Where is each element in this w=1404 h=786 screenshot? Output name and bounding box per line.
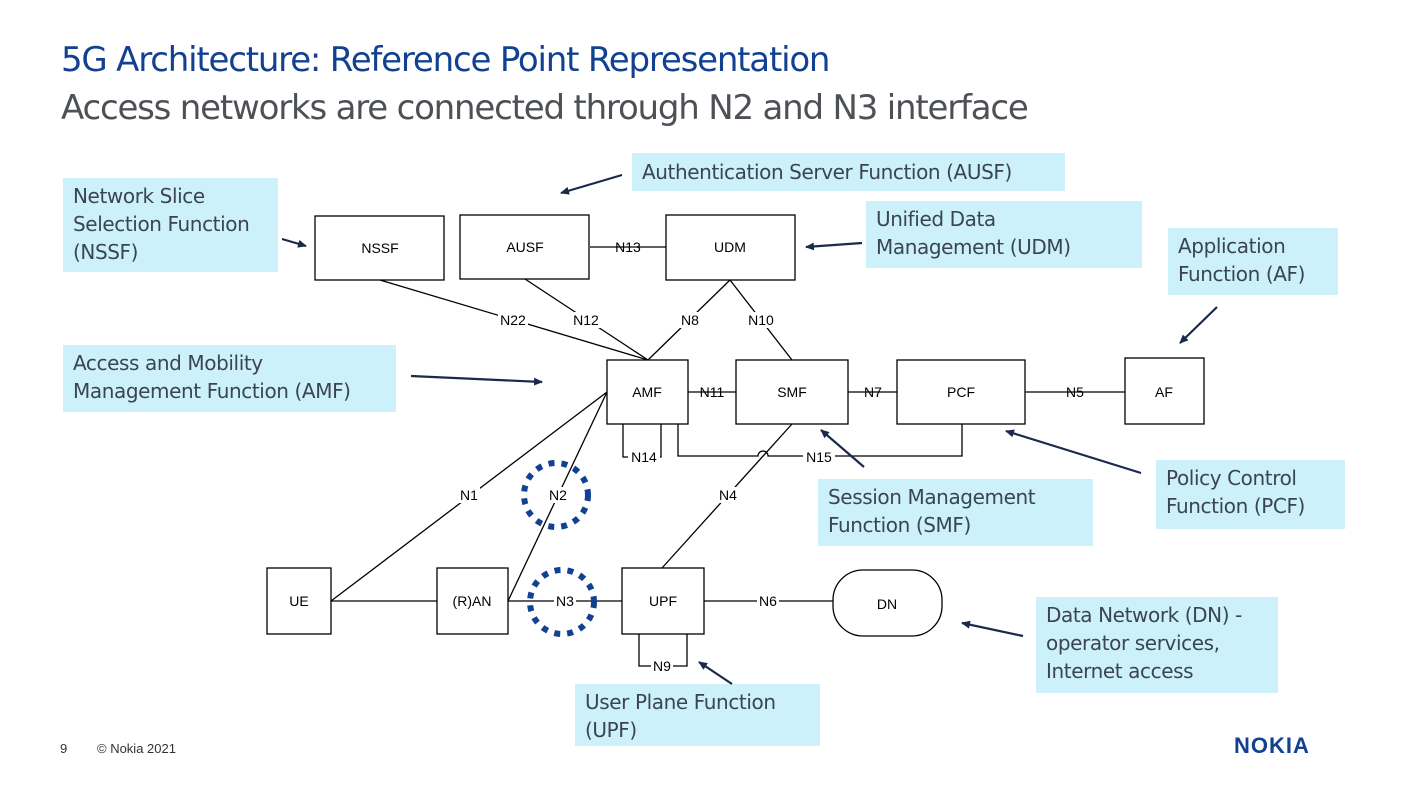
nf-label-ue: UE bbox=[289, 593, 308, 609]
arrow-dn-icon bbox=[961, 620, 1024, 638]
copyright: © Nokia 2021 bbox=[97, 741, 176, 756]
nf-box-smf bbox=[735, 359, 849, 425]
nf-box-ran bbox=[436, 567, 509, 635]
if-label-n7: N7 bbox=[864, 384, 882, 400]
nf-label-udm: UDM bbox=[714, 239, 746, 255]
if-label-n8: N8 bbox=[681, 312, 699, 328]
nf-box-amf bbox=[606, 359, 689, 425]
nf-label-af: AF bbox=[1155, 384, 1173, 400]
nf-box-af bbox=[1124, 357, 1205, 425]
if-label-n22: N22 bbox=[500, 312, 526, 328]
nf-box-ue bbox=[266, 567, 332, 635]
callout-smf: Session Management Function (SMF) bbox=[818, 479, 1093, 546]
nf-label-pcf: PCF bbox=[947, 384, 975, 400]
nf-box-upf bbox=[621, 567, 705, 635]
nf-label-nssf: NSSF bbox=[361, 240, 398, 256]
if-label-n2: N2 bbox=[549, 487, 567, 503]
link-n15 bbox=[677, 424, 963, 457]
page-number: 9 bbox=[60, 741, 68, 756]
callout-pcf: Policy Control Function (PCF) bbox=[1156, 460, 1345, 529]
nf-label-upf: UPF bbox=[649, 593, 677, 609]
if-label-n13: N13 bbox=[615, 239, 641, 255]
if-label-n11: N11 bbox=[700, 384, 725, 400]
if-label-n6: N6 bbox=[759, 593, 777, 609]
arrow-ausf-icon bbox=[560, 173, 623, 195]
if-label-n5: N5 bbox=[1066, 384, 1084, 400]
nf-label-amf: AMF bbox=[632, 384, 662, 400]
arrow-amf-icon bbox=[410, 374, 543, 386]
callout-upf: User Plane Function (UPF) bbox=[575, 684, 820, 746]
arrow-upf-icon bbox=[698, 661, 733, 685]
nf-box-udm bbox=[665, 214, 796, 281]
if-label-n10: N10 bbox=[748, 312, 774, 328]
arrow-udm-icon bbox=[805, 241, 863, 251]
callout-nssf: Network Slice Selection Function (NSSF) bbox=[63, 178, 278, 272]
nf-box-ausf bbox=[459, 214, 590, 280]
arrow-pcf-icon bbox=[1005, 429, 1142, 475]
arrow-af-icon bbox=[1179, 306, 1218, 344]
highlight-circle-n3 bbox=[527, 567, 597, 637]
nf-label-ran: (R)AN bbox=[453, 593, 492, 609]
slide-subtitle: Access networks are connected through N2… bbox=[61, 88, 1029, 128]
nf-box-pcf bbox=[896, 359, 1026, 425]
callout-af: Application Function (AF) bbox=[1168, 228, 1338, 295]
nf-label-dn: DN bbox=[877, 596, 897, 612]
callout-udm: Unified Data Management (UDM) bbox=[866, 201, 1142, 268]
callout-dn: Data Network (DN) - operator services, I… bbox=[1036, 597, 1278, 693]
if-label-n15: N15 bbox=[806, 449, 832, 465]
arrow-smf-icon bbox=[820, 429, 865, 468]
callout-ausf: Authentication Server Function (AUSF) bbox=[632, 153, 1065, 191]
nf-box-dn bbox=[832, 569, 943, 637]
if-label-n1: N1 bbox=[460, 487, 478, 503]
if-label-n4: N4 bbox=[719, 487, 737, 503]
if-label-n9: N9 bbox=[653, 658, 671, 674]
if-label-n12: N12 bbox=[573, 312, 599, 328]
if-label-n14: N14 bbox=[631, 449, 657, 465]
slide-title: 5G Architecture: Reference Point Represe… bbox=[61, 40, 830, 80]
nokia-logo: NOKIA bbox=[1234, 733, 1310, 758]
nf-label-ausf: AUSF bbox=[506, 239, 543, 255]
arrow-nssf-icon bbox=[281, 237, 307, 248]
highlight-circle-n2 bbox=[521, 460, 591, 530]
nf-label-smf: SMF bbox=[777, 384, 807, 400]
if-label-n3: N3 bbox=[556, 593, 574, 609]
nf-box-nssf bbox=[314, 215, 445, 281]
callout-amf: Access and Mobility Management Function … bbox=[63, 345, 396, 412]
